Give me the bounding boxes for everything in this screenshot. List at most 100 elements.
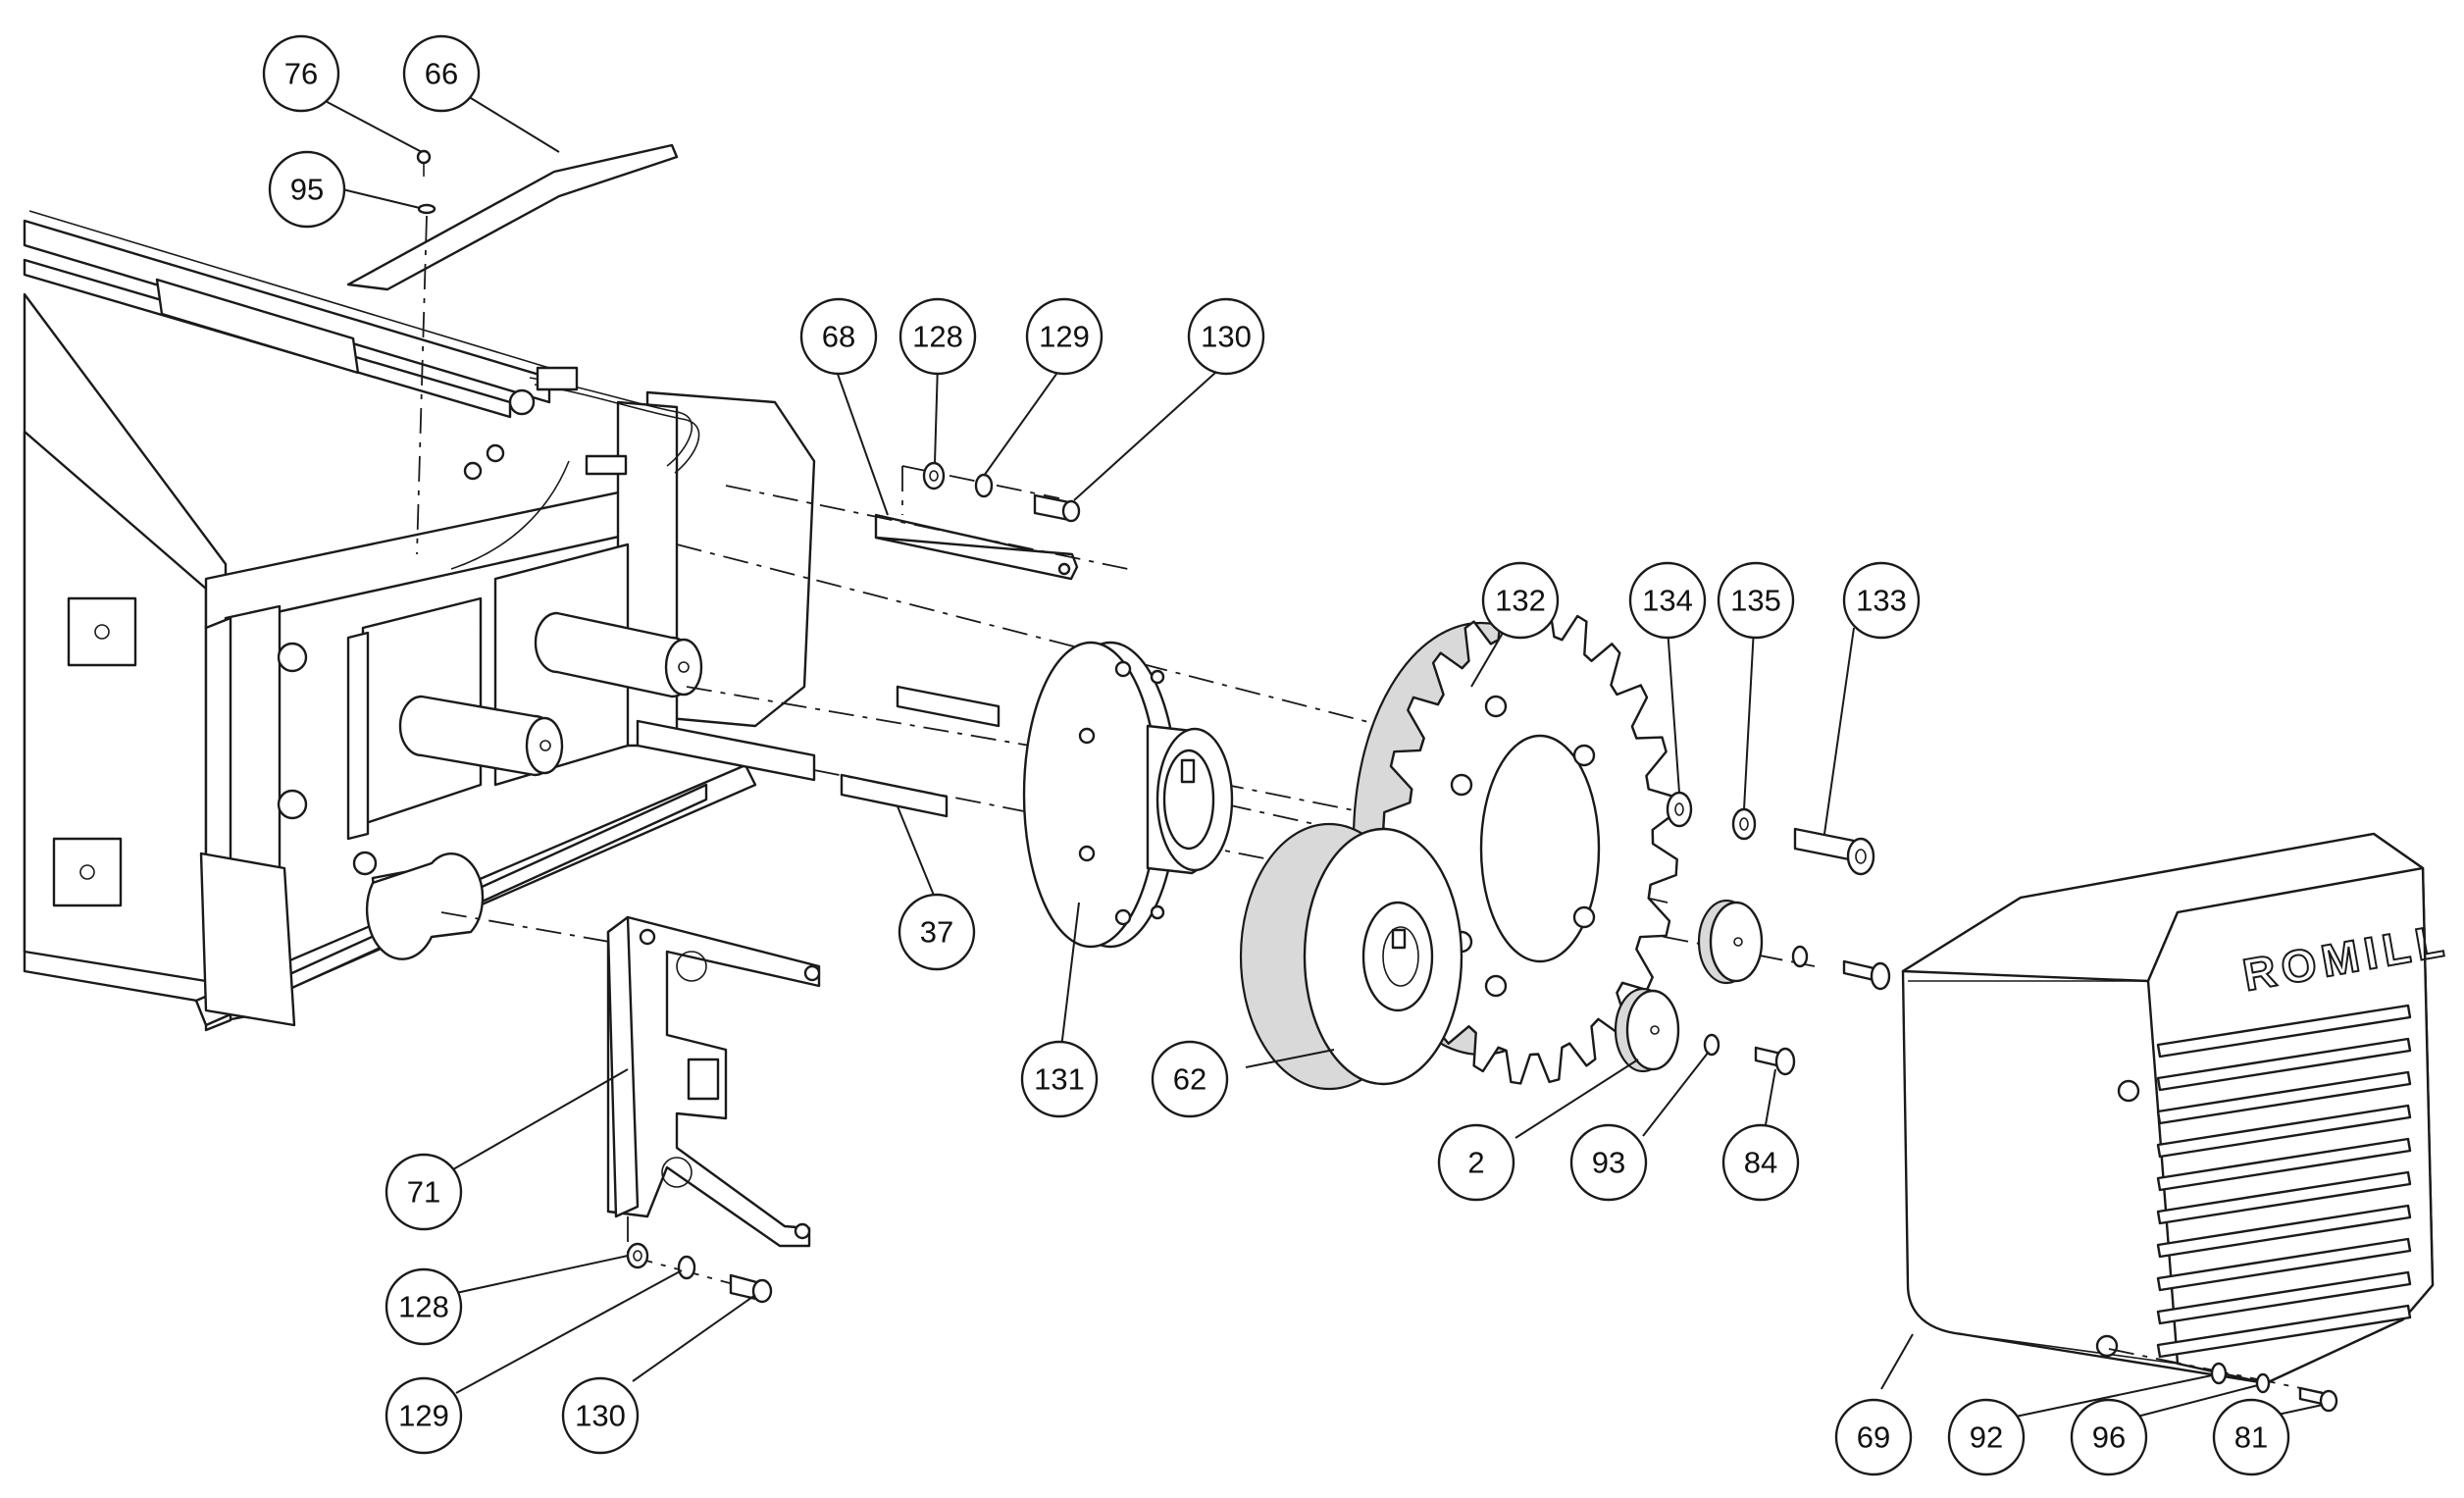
vent-slot — [2156, 1070, 2412, 1125]
machine-frame — [23, 210, 816, 1032]
cap-screw-133 — [1793, 827, 1875, 876]
mounting-bracket-71 — [606, 915, 821, 1248]
callout-circle — [1717, 561, 1795, 640]
callout-circle — [1187, 297, 1265, 376]
washer-128-upper — [922, 461, 946, 491]
callout-number: 84 — [1744, 1146, 1777, 1180]
callout-c62: 62 — [1151, 1040, 1229, 1118]
vent-slots — [2156, 1004, 2412, 1359]
callout-circle — [385, 1376, 463, 1455]
callout-circle — [898, 893, 976, 971]
callout-circle — [1569, 1123, 1648, 1202]
washer-95 — [417, 203, 436, 215]
callout-c37: 37 — [898, 893, 976, 971]
vent-slot — [2156, 1104, 2412, 1159]
callout-circle — [1020, 1040, 1099, 1118]
callout-c133: 133 — [1842, 561, 1921, 640]
lock-washer-129-lower — [677, 1255, 696, 1280]
vent-slot — [2156, 1204, 2412, 1259]
axis-line — [416, 215, 428, 555]
callout-circle — [1842, 561, 1921, 640]
callout-c93: 93 — [1569, 1123, 1648, 1202]
small-helical-gear-62 — [1239, 822, 1463, 1091]
callout-number: 96 — [2092, 1421, 2126, 1455]
callout-c2: 2 — [1437, 1123, 1515, 1202]
vent-slot — [2156, 1270, 2412, 1325]
cap-screw-130-upper — [1033, 493, 1081, 523]
callout-c128a: 128 — [898, 297, 977, 376]
callout-number: 69 — [1857, 1421, 1890, 1455]
vent-slot — [2156, 1137, 2412, 1192]
callout-number: 62 — [1173, 1062, 1206, 1097]
callout-circle — [898, 297, 977, 376]
callout-c129a: 129 — [1025, 297, 1104, 376]
callout-number: 92 — [1970, 1421, 2003, 1455]
callout-c95: 95 — [268, 150, 346, 229]
callout-circle — [1721, 1123, 1800, 1202]
callout-number: 95 — [290, 173, 324, 207]
callout-circle — [799, 297, 878, 376]
callout-circle — [385, 1267, 463, 1346]
callout-circle — [1437, 1123, 1515, 1202]
callout-c71: 71 — [385, 1153, 463, 1231]
axis-line — [901, 465, 1060, 499]
callout-circle — [1025, 297, 1104, 376]
axis-line — [440, 911, 639, 948]
callout-c134: 134 — [1628, 561, 1707, 640]
callout-c76: 76 — [262, 34, 340, 113]
deflector-plate — [346, 143, 679, 291]
callout-c130a: 130 — [1187, 297, 1265, 376]
leader-lines — [319, 97, 2324, 1419]
callout-circle — [561, 1376, 640, 1455]
callout-number: 76 — [284, 57, 318, 91]
washer-92 — [2210, 1362, 2228, 1385]
callout-number: 37 — [920, 915, 953, 950]
callout-c132: 132 — [1481, 561, 1560, 640]
washer-93 — [1703, 1033, 1720, 1057]
callout-c135: 135 — [1717, 561, 1795, 640]
callout-number: 134 — [1642, 584, 1693, 618]
callout-number: 93 — [1592, 1146, 1625, 1180]
callout-number: 129 — [1039, 320, 1090, 354]
callout-number: 132 — [1495, 584, 1546, 618]
callout-number: 128 — [912, 320, 963, 354]
callout-circle — [385, 1153, 463, 1231]
callout-circle — [402, 34, 481, 113]
callout-number: 81 — [2234, 1421, 2268, 1455]
callout-number: 68 — [822, 320, 855, 354]
callout-c130b: 130 — [561, 1376, 640, 1455]
lock-washer-96 — [2255, 1372, 2271, 1394]
small-washer-upper — [1791, 945, 1809, 968]
small-screw-76 — [416, 149, 432, 177]
callout-circle — [1834, 1398, 1913, 1476]
callout-number: 130 — [1201, 320, 1252, 354]
vent-slot — [2156, 1237, 2412, 1292]
key-bar-68 — [874, 513, 1079, 581]
lock-washer-135 — [1731, 807, 1757, 841]
callout-circle — [268, 150, 346, 229]
lock-washer-129-upper — [974, 473, 994, 498]
end-disc-2 — [1614, 987, 1680, 1073]
callout-circle — [2070, 1398, 2148, 1476]
callout-circle — [1628, 561, 1707, 640]
callout-circle — [1481, 561, 1560, 640]
screw-81 — [2298, 1386, 2338, 1413]
callout-number: 129 — [398, 1399, 449, 1433]
callout-circle — [1151, 1040, 1229, 1118]
callout-c131: 131 — [1020, 1040, 1099, 1118]
screw-84 — [1754, 1046, 1796, 1076]
callout-c84: 84 — [1721, 1123, 1800, 1202]
callout-number: 131 — [1034, 1062, 1085, 1097]
callout-c92: 92 — [1947, 1398, 2026, 1476]
callout-circle — [262, 34, 340, 113]
callout-c81: 81 — [2212, 1398, 2290, 1476]
callout-c128b: 128 — [385, 1267, 463, 1346]
gear-cover-69: ROMILL — [1901, 832, 2454, 1385]
callout-circle — [1947, 1398, 2026, 1476]
callout-number: 2 — [1467, 1146, 1484, 1180]
callout-number: 128 — [398, 1290, 449, 1324]
axis-line — [686, 686, 1031, 747]
callout-number: 135 — [1730, 584, 1781, 618]
